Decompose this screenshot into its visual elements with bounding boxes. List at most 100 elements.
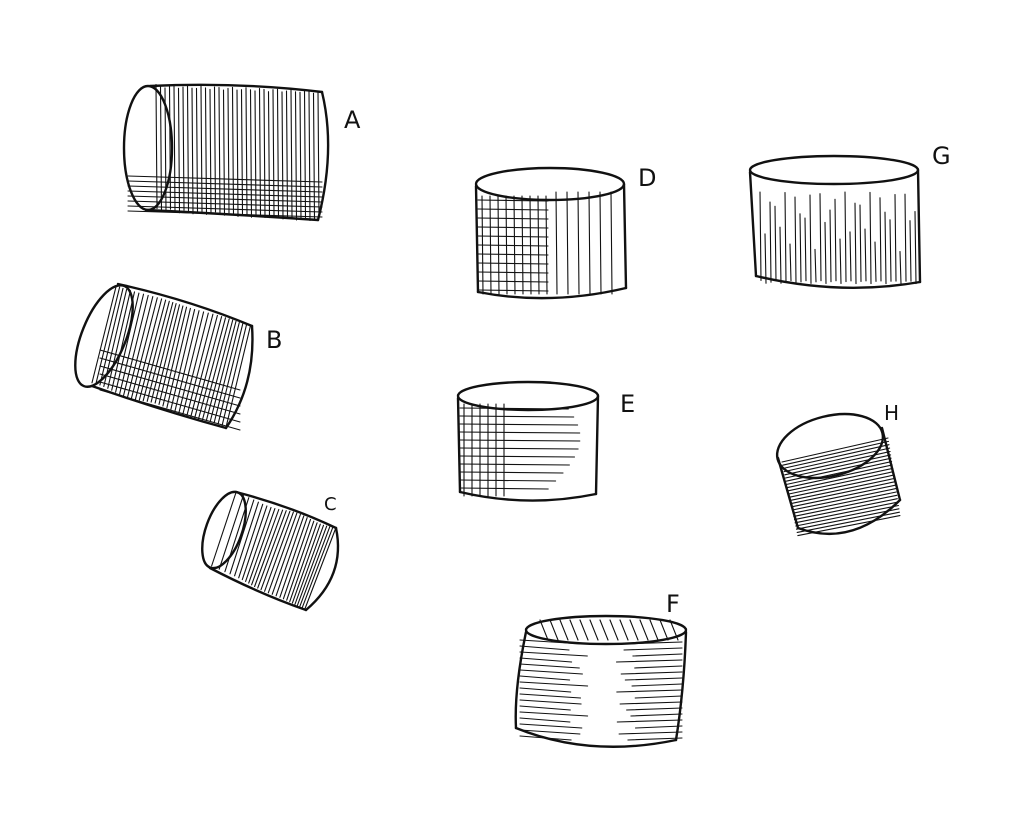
hatch-stroke [619,619,629,641]
hatch-stroke [130,297,158,399]
hatch-stroke [234,501,259,577]
hatch-stroke [127,190,323,198]
hatch-stroke [245,506,272,582]
hatch-stroke [99,357,241,399]
cylinder-b-far-edge [224,324,254,430]
hatch-stroke [162,306,188,407]
hatch-stroke [790,481,896,505]
hatch-stroke [146,301,174,402]
hatch-stroke [779,226,782,284]
hatch-stroke [616,689,683,693]
cylinder-d-right-edge [622,182,628,290]
hatch-stroke [459,415,575,418]
hatch-stroke [477,280,549,283]
hatch-stroke [844,191,847,283]
hatch-stroke [610,191,613,295]
hatch-stroke [178,311,205,415]
hatch-stroke [519,723,583,729]
hatch-stroke [459,447,579,450]
hatch-stroke [271,513,301,595]
hatch-stroke [519,675,571,681]
hatch-stroke [854,202,857,285]
hatch-stroke [289,522,318,603]
hatch-stroke [634,695,683,699]
hatch-stroke [804,217,807,282]
hatch-stroke [619,701,683,705]
hatch-stroke [201,318,230,421]
hatch-stroke [519,663,580,669]
hatch-stroke [859,204,862,283]
hatch-stroke [301,526,334,610]
hatch-stroke [236,89,239,217]
hatch-stroke [459,487,549,490]
hatch-stroke [91,285,117,384]
hatch-stroke [834,198,837,282]
hatch-stroke [99,381,241,423]
hatch-stroke [225,325,251,428]
cylinder-d: D [474,164,656,300]
hatch-stroke [874,241,877,282]
hatch-stroke [793,494,898,517]
hatch-stroke [166,307,191,409]
cylinder-f-hatching [519,619,683,741]
cylinder-b-label: B [266,326,282,354]
hatch-stroke [519,693,582,699]
hatch-stroke [477,289,549,292]
hatch-stroke [308,90,311,222]
cylinder-h: H [775,401,902,537]
hatch-stroke [254,90,257,217]
cylinder-h-label: H [884,401,899,425]
cylinder-e: E [456,380,635,502]
hatch-stroke [589,619,599,641]
hatch-stroke [782,440,890,466]
hatch-stroke [177,87,181,214]
hatch-stroke [799,213,802,283]
hatch-stroke [609,619,619,641]
hatch-stroke [312,92,316,221]
hatch-stroke [519,711,589,717]
hatch-stroke [279,517,308,598]
hatch-stroke [218,86,221,216]
hatch-stroke [107,290,131,389]
cylinder-c-far-edge [304,526,340,612]
cylinder-d-top-ellipse [474,166,626,202]
hatch-stroke [227,87,230,214]
hatch-stroke [257,510,287,589]
hatch-stroke [824,221,827,285]
hatch-stroke [624,677,683,681]
hatch-stroke [155,84,158,210]
hatch-stroke [217,323,244,425]
hatch-stroke [519,669,583,675]
hatch-stroke [272,89,275,217]
hatch-stroke [276,88,280,219]
hatch-stroke [795,508,900,530]
cylinder-h-top-ellipse [775,412,885,480]
hatch-stroke [285,90,289,218]
cylinder-d-label: D [638,164,656,192]
hatch-stroke [787,467,894,492]
hatch-stroke [222,89,226,216]
hatch-stroke [103,288,128,388]
hatch-stroke [142,300,170,402]
hatch-stroke [904,193,907,282]
hatch-stroke [254,509,284,588]
hatch-stroke [204,87,208,215]
hatch-stroke [774,205,777,282]
hatch-stroke [238,503,264,579]
hatch-stroke [122,294,149,397]
hatch-stroke [839,238,842,285]
cylinder-c-top-edge [234,490,338,530]
hatch-stroke [150,303,177,403]
cylinder-g-top-ellipse [748,154,920,186]
hatch-stroke [209,88,212,215]
hatch-stroke [459,463,570,466]
cylinder-g-right-edge [916,168,922,284]
hatch-stroke [264,511,294,592]
hatch-stroke [794,501,899,524]
cylinder-a-bottom-edge [144,208,320,222]
hatch-stroke [914,210,917,285]
cylinder-a-hatching [127,84,323,222]
hatch-stroke [791,488,897,511]
hatch-stroke [789,474,895,498]
hatch-stroke [792,491,897,514]
